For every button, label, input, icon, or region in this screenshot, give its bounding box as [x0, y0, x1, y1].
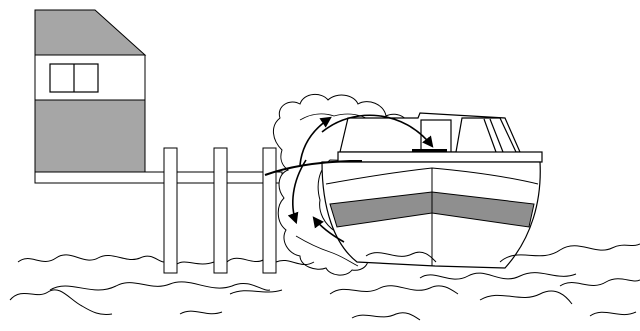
airflow-arrows: [287, 114, 434, 243]
wave-line: [176, 261, 215, 265]
dock-post: [163, 147, 178, 274]
wave-line: [17, 254, 165, 263]
wave-line: [9, 289, 113, 315]
airflow-arrow-over: [321, 114, 434, 148]
wave-line: [589, 311, 637, 317]
wave-line: [499, 243, 640, 263]
boat-cabin-window: [420, 119, 452, 153]
wave-line: [179, 310, 223, 315]
wave-line: [351, 312, 421, 321]
dock-post: [262, 147, 277, 274]
dock-icon: [34, 147, 283, 274]
airflow-arrow-down: [287, 159, 307, 225]
boat-hull: [321, 161, 541, 269]
airflow-arrow-up: [299, 116, 332, 166]
boat-windshield-frame: [483, 118, 497, 153]
boat-windshield-frame: [489, 118, 504, 153]
house-window: [49, 63, 99, 93]
exhaust-cloud-inner-edge: [299, 113, 373, 123]
house-roof: [34, 9, 147, 56]
dock-post: [213, 147, 228, 274]
boat-icon: [321, 112, 543, 269]
house-lower-wall: [34, 99, 146, 173]
water-waves-icon: [9, 243, 640, 321]
wave-line: [329, 285, 459, 295]
wave-line: [365, 251, 437, 263]
house-icon: [34, 9, 147, 173]
wave-line: [49, 281, 271, 291]
exhaust-cloud-inner-edge: [295, 235, 359, 267]
wave-line: [226, 257, 264, 263]
dock-deck: [34, 171, 283, 184]
boat-windshield: [455, 117, 517, 153]
wave-line: [275, 260, 315, 266]
boat-gunwale: [337, 151, 543, 163]
wave-line: [229, 289, 283, 295]
wave-line: [479, 290, 573, 305]
wave-line: [559, 278, 640, 287]
mooring-line: [264, 160, 362, 176]
wave-line: [419, 272, 577, 280]
airflow-arrow-return: [312, 216, 345, 243]
